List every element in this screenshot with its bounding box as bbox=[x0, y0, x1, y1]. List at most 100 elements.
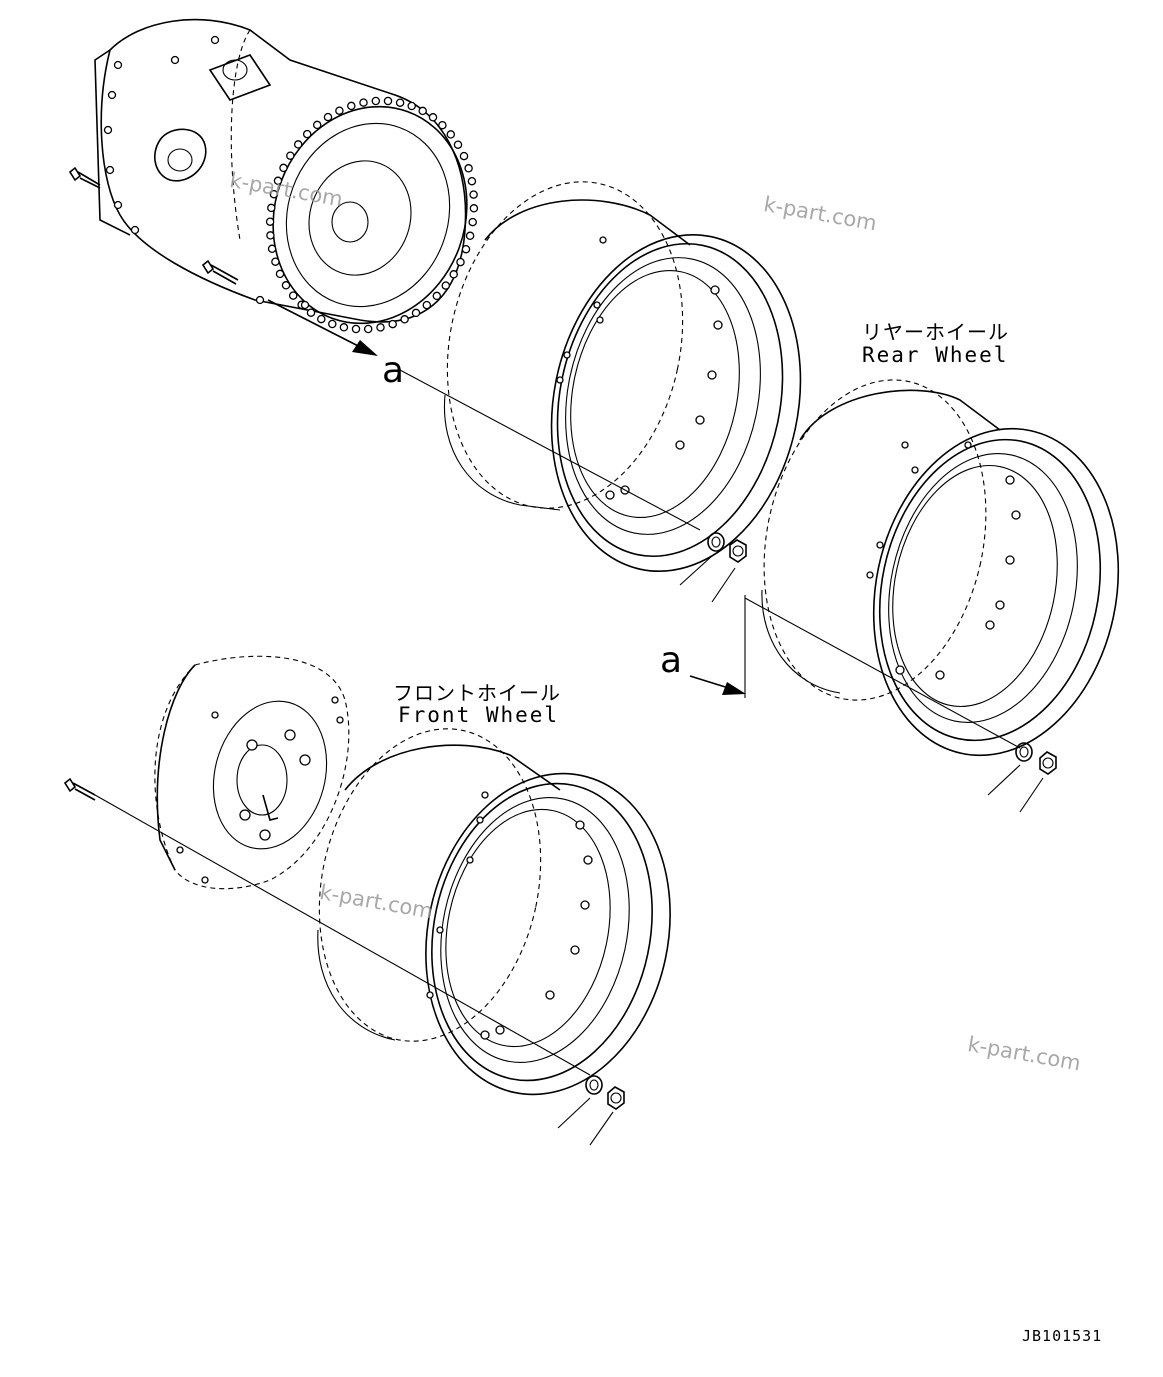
rear-wheel-label-en: Rear Wheel bbox=[862, 343, 1009, 367]
rear-nut-callout bbox=[1019, 777, 1044, 813]
flange-hole bbox=[210, 35, 220, 45]
upper-washer-callout bbox=[679, 555, 713, 586]
upper-nut bbox=[729, 539, 747, 563]
reference-a-right: a bbox=[660, 640, 683, 681]
housing-bolt-1 bbox=[68, 166, 101, 189]
gear-tooth bbox=[371, 96, 381, 106]
flange-hole bbox=[300, 300, 310, 310]
rear-nut bbox=[1039, 751, 1057, 775]
gear-tooth bbox=[464, 164, 473, 173]
rear-wheel-rim bbox=[761, 379, 1120, 757]
flange-hole bbox=[105, 165, 115, 175]
gear-tooth bbox=[317, 314, 326, 324]
gear-tooth bbox=[432, 291, 442, 301]
gear-tooth bbox=[383, 96, 393, 106]
gear-tooth bbox=[306, 308, 316, 317]
front-hub-holes bbox=[176, 696, 344, 884]
gear-tooth bbox=[271, 257, 280, 266]
gear-tooth bbox=[351, 324, 361, 334]
flange-hole bbox=[107, 90, 117, 100]
gear-tooth bbox=[422, 300, 432, 310]
upper-nut-callout bbox=[711, 567, 736, 603]
gear-tooth bbox=[449, 270, 458, 279]
flange-hole bbox=[103, 125, 113, 135]
gear-tooth bbox=[339, 323, 349, 332]
gear-tooth bbox=[363, 324, 373, 334]
gear-tooth bbox=[407, 101, 416, 111]
gear-tooth bbox=[469, 204, 479, 213]
gear-tooth bbox=[302, 129, 312, 139]
front-nut bbox=[607, 1086, 625, 1110]
gear-tooth bbox=[281, 281, 291, 290]
upper-wheel-bolt-holes bbox=[556, 236, 723, 500]
upper-wheel-rim bbox=[443, 181, 802, 573]
front-hub-bolt bbox=[63, 777, 96, 801]
front-wheel-label-jp: フロントホイール bbox=[393, 681, 561, 705]
gear-tooth bbox=[468, 217, 477, 227]
gear-tooth bbox=[456, 257, 465, 267]
gear-tooth bbox=[347, 101, 356, 111]
gear-tooth bbox=[266, 231, 275, 240]
gear-tooth bbox=[459, 151, 469, 161]
upper-leader-line bbox=[399, 369, 701, 531]
front-nut-callout bbox=[589, 1111, 614, 1146]
gear-tooth bbox=[279, 163, 288, 173]
gear-tooth bbox=[446, 130, 456, 139]
gear-tooth bbox=[388, 319, 397, 329]
gear-tooth bbox=[323, 112, 333, 122]
front-wheel-label-en: Front Wheel bbox=[398, 703, 560, 727]
flange-hole bbox=[113, 60, 123, 70]
housing-bolt-2 bbox=[201, 259, 239, 285]
reference-a-top: a bbox=[382, 350, 405, 391]
gear-tooth bbox=[411, 308, 421, 318]
gear-tooth bbox=[269, 189, 279, 199]
gear-tooth bbox=[428, 113, 438, 122]
arrow-a-top-head bbox=[352, 340, 378, 356]
front-hub bbox=[154, 655, 350, 890]
gear-tooth bbox=[265, 217, 275, 226]
gear-tooth bbox=[438, 120, 447, 130]
gear-tooth bbox=[288, 291, 298, 300]
upper-washer bbox=[707, 532, 725, 552]
gear-tooth bbox=[335, 106, 344, 115]
front-washer-callout bbox=[557, 1097, 591, 1129]
gear-tooth bbox=[465, 231, 475, 241]
gear-tooth bbox=[467, 176, 477, 186]
rear-wheel-label-jp: リヤーホイール bbox=[862, 320, 1009, 344]
gear-tooth bbox=[267, 244, 277, 254]
arrow-a-right-head bbox=[722, 682, 746, 695]
flange-hole bbox=[113, 200, 123, 210]
gear-tooth bbox=[453, 140, 463, 149]
front-washer bbox=[585, 1075, 603, 1095]
gear-tooth bbox=[273, 176, 283, 186]
gear-tooth bbox=[312, 120, 322, 130]
front-wheel-bolt-holes bbox=[426, 791, 593, 1040]
drawing-code: JB101531 bbox=[1022, 1327, 1103, 1345]
front-wheel-rim bbox=[317, 728, 671, 1096]
gear-tooth bbox=[469, 190, 478, 199]
front-leader-line bbox=[94, 794, 591, 1076]
arrow-a-top-line bbox=[267, 299, 371, 353]
gear-tooth bbox=[286, 151, 295, 160]
gear-tooth bbox=[293, 140, 303, 149]
gear-tooth bbox=[376, 323, 385, 332]
gear-tooth bbox=[267, 203, 276, 213]
gear-tooth bbox=[441, 281, 451, 290]
flange-hole bbox=[255, 295, 265, 305]
gear-tooth bbox=[461, 244, 471, 254]
flange-hole bbox=[130, 225, 140, 235]
rear-leader-line bbox=[744, 595, 1021, 749]
gear-tooth bbox=[359, 98, 368, 107]
gear-tooth bbox=[418, 106, 427, 116]
flange-hole bbox=[170, 55, 180, 65]
gear-tooth bbox=[275, 269, 285, 279]
rear-washer bbox=[1015, 742, 1033, 762]
gear-tooth bbox=[328, 319, 337, 329]
housing-gear-teeth bbox=[265, 96, 479, 334]
gear-tooth bbox=[400, 315, 409, 324]
rear-washer-callout bbox=[987, 764, 1021, 796]
gear-tooth bbox=[395, 98, 405, 107]
housing-flange-holes bbox=[103, 35, 310, 310]
